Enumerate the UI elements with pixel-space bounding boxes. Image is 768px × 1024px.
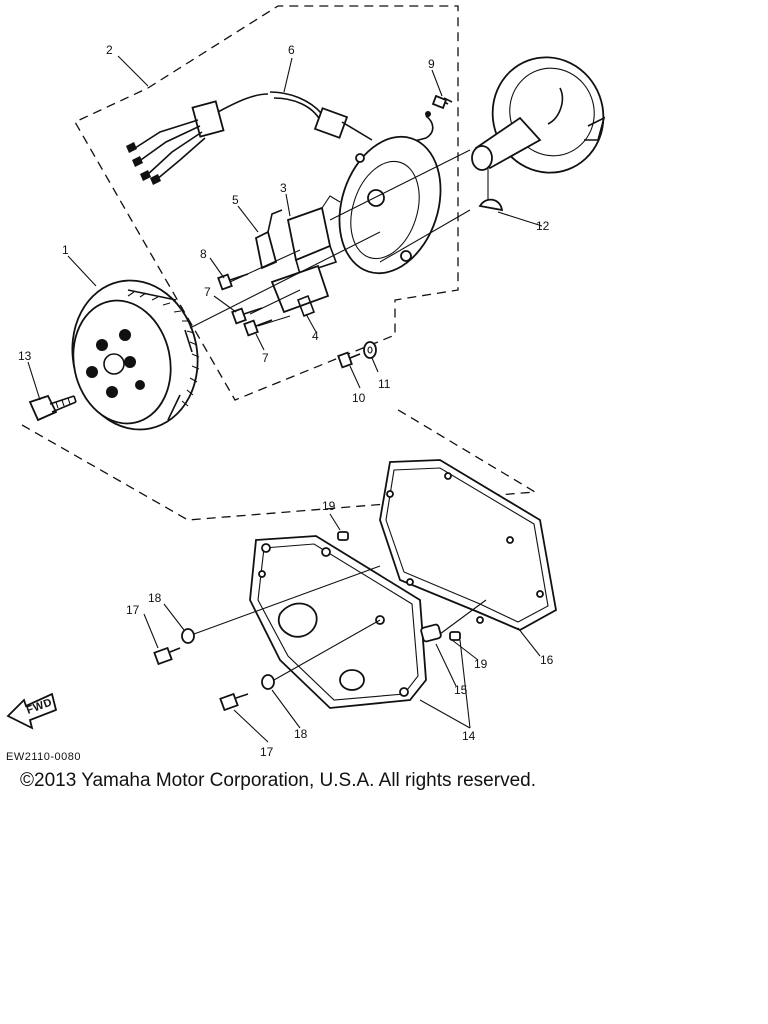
cover-screw-upper — [153, 646, 181, 666]
part-label-8: 8 — [200, 247, 207, 261]
part-label-10: 10 — [352, 391, 366, 405]
pin-19-lower — [449, 631, 461, 641]
part-label-5: 5 — [232, 193, 239, 207]
copyright-notice: ©2013 Yamaha Motor Corporation, U.S.A. A… — [20, 770, 536, 791]
part-label-17a: 17 — [126, 603, 140, 617]
flywheel-bolt — [28, 394, 77, 422]
flywheel-rotor — [71, 279, 200, 431]
lead-wire — [269, 91, 373, 141]
part-label-16: 16 — [540, 653, 554, 667]
assembly-lines — [189, 149, 471, 329]
stator-coil — [286, 195, 341, 276]
screw-7-upper — [231, 307, 263, 325]
part-label-15: 15 — [454, 683, 468, 697]
part-label-13: 13 — [18, 349, 32, 363]
part-label-18b: 18 — [294, 727, 308, 741]
cover-washer-lower — [261, 674, 275, 690]
fwd-arrow-icon: FWD — [6, 692, 58, 730]
wire-terminal — [371, 94, 453, 153]
part-label-11: 11 — [378, 377, 391, 391]
parts-diagram: FWD 2 6 9 3 5 8 7 7 4 1 13 10 11 12 19 1… — [6, 5, 606, 760]
part-label-6: 6 — [288, 43, 295, 57]
assembly-group-boundary — [21, 407, 538, 521]
screw-7-lower — [243, 319, 273, 337]
part-label-1: 1 — [62, 243, 69, 257]
part-label-7a: 7 — [204, 285, 211, 299]
pin-19-upper — [337, 531, 349, 541]
woodruff-key — [478, 168, 504, 212]
crankshaft — [471, 56, 606, 174]
part-label-2: 2 — [106, 43, 113, 57]
stator-group-boundary — [74, 5, 459, 401]
pulser-coil — [270, 264, 330, 318]
cover-screw-lower — [219, 692, 249, 712]
crankcase-cover — [249, 535, 427, 709]
cover-assembly-lines — [193, 565, 487, 681]
part-label-9: 9 — [428, 57, 435, 71]
bolt-10 — [337, 351, 361, 369]
washer-11 — [363, 341, 377, 359]
part-label-7b: 7 — [262, 351, 269, 365]
wire-harness — [126, 93, 269, 185]
part-label-3: 3 — [280, 181, 287, 195]
part-label-12: 12 — [536, 219, 550, 233]
part-label-18a: 18 — [148, 591, 162, 605]
part-label-4: 4 — [312, 329, 319, 343]
leader-lines — [27, 55, 543, 743]
cover-washer-upper — [181, 628, 195, 644]
part-label-14: 14 — [462, 729, 476, 743]
coil-bracket — [254, 209, 283, 270]
part-label-19b: 19 — [474, 657, 488, 671]
part-label-17b: 17 — [260, 745, 274, 759]
stator-base-plate — [338, 135, 442, 275]
dowel-pin — [420, 623, 442, 643]
part-label-19a: 19 — [322, 499, 336, 513]
diagram-code: EW2110-0080 — [6, 751, 81, 760]
